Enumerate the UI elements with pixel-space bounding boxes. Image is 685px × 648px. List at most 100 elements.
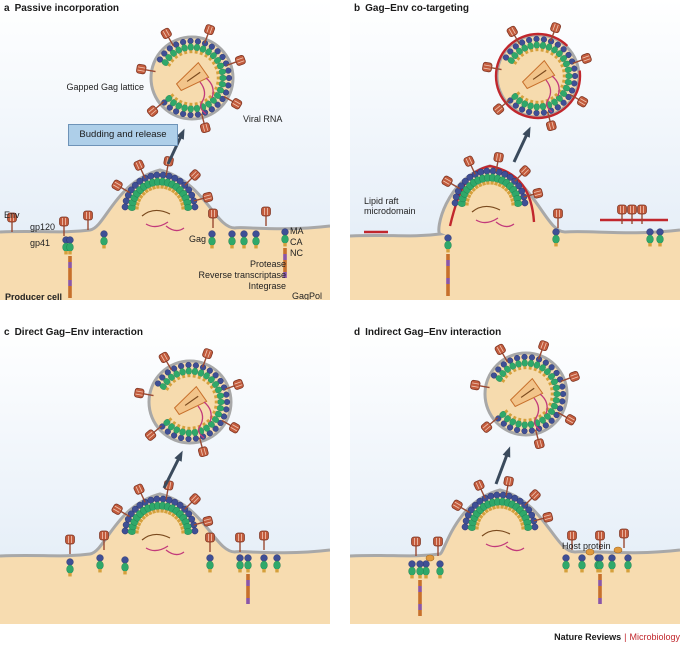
gp120-stripe [454,501,462,506]
nc-domain [520,94,525,99]
ma-domain [552,228,560,236]
gagpol-molecule [416,560,424,616]
gp120-stripe [552,23,556,31]
nc-domain [152,185,156,190]
gp120-stripe [165,29,170,36]
nc-domain [202,422,207,427]
nc-domain [535,48,539,52]
bud-gag [521,523,539,531]
gp120-stripe [146,431,153,437]
gp120-head [577,96,589,108]
ca-domain [281,234,289,244]
ma-domain [121,556,129,564]
gp120-head [146,105,159,117]
gp120-stripe [568,416,575,421]
nc-domain [554,243,558,247]
pol-domain [68,256,72,262]
lattice-gag [512,43,525,58]
nc-domain [508,371,513,376]
gp120-head [99,530,109,541]
virion-env-spike [203,24,216,44]
gp120-stripe [234,100,241,105]
gp41-stalk [470,164,476,175]
virion-env-spike [158,351,173,371]
nc-domain [516,91,521,96]
virion-env-spike [201,348,214,368]
gagpol-gag-part [66,236,74,255]
gp41-stalk [534,429,539,440]
ma-domain [240,230,248,238]
nc-domain [174,96,179,101]
lattice-gag [550,383,566,391]
gp120-stripe [114,505,122,510]
nc-domain [545,377,550,382]
nc-domain [540,100,544,104]
nc-domain [535,100,539,104]
gp41-stalk [514,173,523,182]
ma-domain [187,111,194,119]
gp41-stalk [165,489,169,500]
gagpol-molecule [244,554,252,604]
pol-domain [68,292,72,298]
pol-domain [246,598,250,604]
pol-domain [446,266,450,272]
pol-domain [418,580,422,586]
nc-domain [216,81,220,85]
pol-domain [446,284,450,290]
nc-domain [507,507,512,512]
pol-domain [418,586,422,592]
lattice-gag [550,41,561,56]
gp120-head [595,530,605,541]
gp120-stripe [551,121,555,129]
lattice-gag [545,369,560,382]
ca-domain [533,103,540,111]
env-label: Env [4,210,20,220]
virion-env-spike [226,54,246,67]
bud-gag [454,187,472,199]
virion-env-spike [144,425,163,441]
nc-domain [168,382,173,387]
gp120-stripe [230,427,238,432]
lattice-gag [180,101,188,117]
ca-domain [121,562,129,572]
gp120-stripe [555,24,559,32]
lattice-gag [539,100,547,116]
nc-domain [204,98,209,103]
lattice-gag [209,377,224,390]
release-arrow-head [174,450,183,462]
lattice-gag [193,102,201,118]
gp41-stalk [226,61,237,67]
nc-domain [138,194,144,200]
nc-domain [520,53,525,58]
lattice-gag [159,374,173,387]
nc-domain [550,392,554,396]
nc-domain [524,50,529,55]
gp120-stripe [138,66,146,69]
pol-domain [446,278,450,284]
ca-domain [228,236,236,246]
plasma-membrane [0,168,330,234]
gp120-head [65,534,75,545]
gp41-stalk [221,419,232,427]
gp120-stripe [232,103,240,108]
gp41-stalk [479,385,490,389]
nc-domain [208,57,213,62]
bud-gag [466,173,480,190]
mature-virion [136,24,246,134]
ca-domain [217,398,225,406]
nc-domain [102,245,106,249]
pol-domain [283,260,287,266]
nc-domain [230,245,234,249]
gp120-stripe [166,157,169,165]
lattice-gag [164,420,177,435]
nc-domain [504,374,509,379]
lattice-gag [166,45,179,60]
ma-domain [100,230,108,238]
gp120-head [189,169,201,181]
lattice-gag [212,410,228,420]
nc-label: NC [290,248,303,258]
nc-domain [178,99,183,104]
gp120-head [229,422,241,434]
lattice-gag [216,74,233,82]
core-cone [175,61,210,92]
